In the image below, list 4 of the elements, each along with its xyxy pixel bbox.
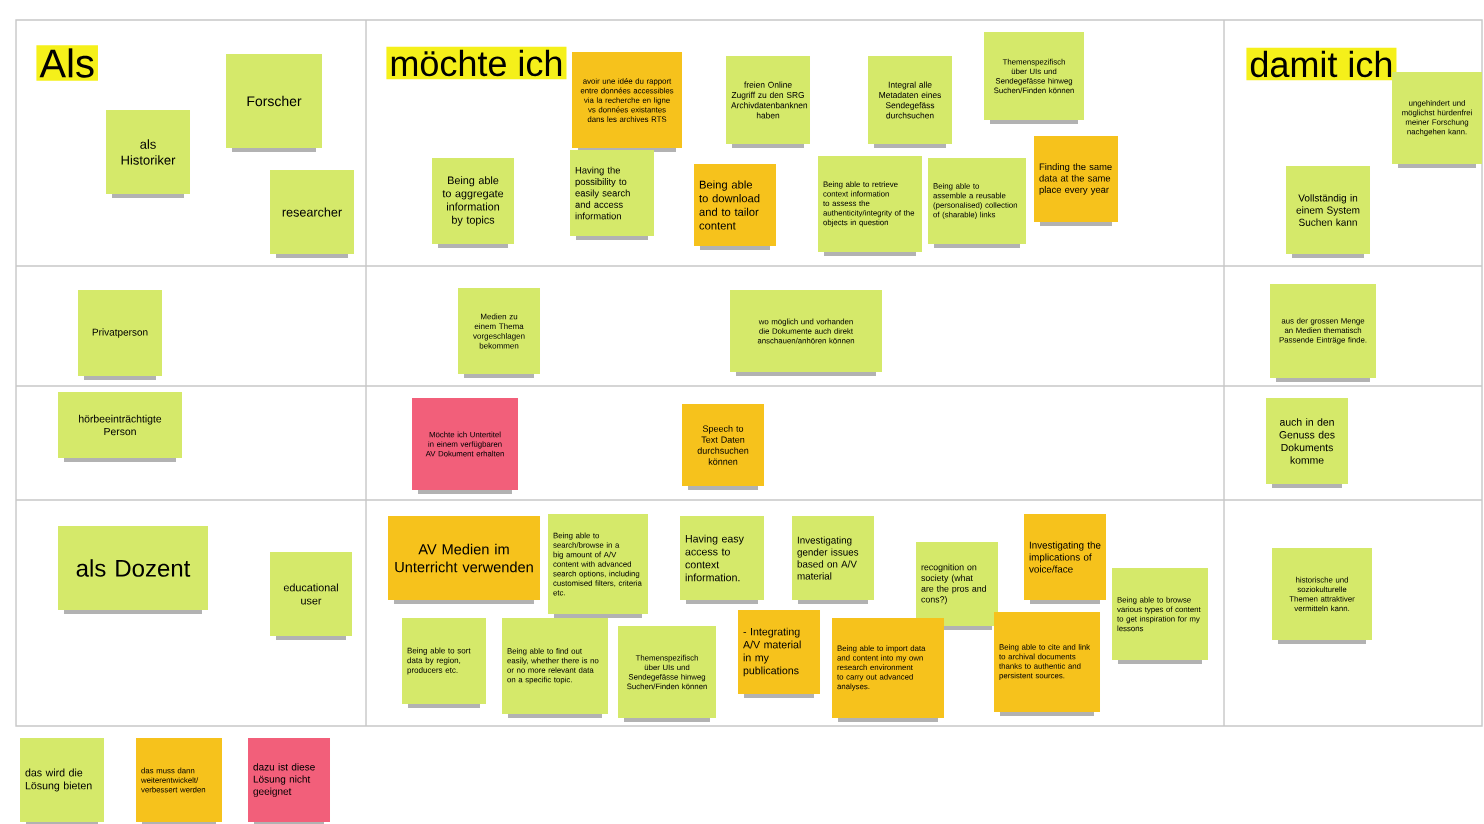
column-heading: damit ich [1246,47,1397,81]
column-heading: Als [36,45,98,81]
column-heading: möchte ich [386,46,567,80]
sticky-note: als Dozent [58,526,208,614]
